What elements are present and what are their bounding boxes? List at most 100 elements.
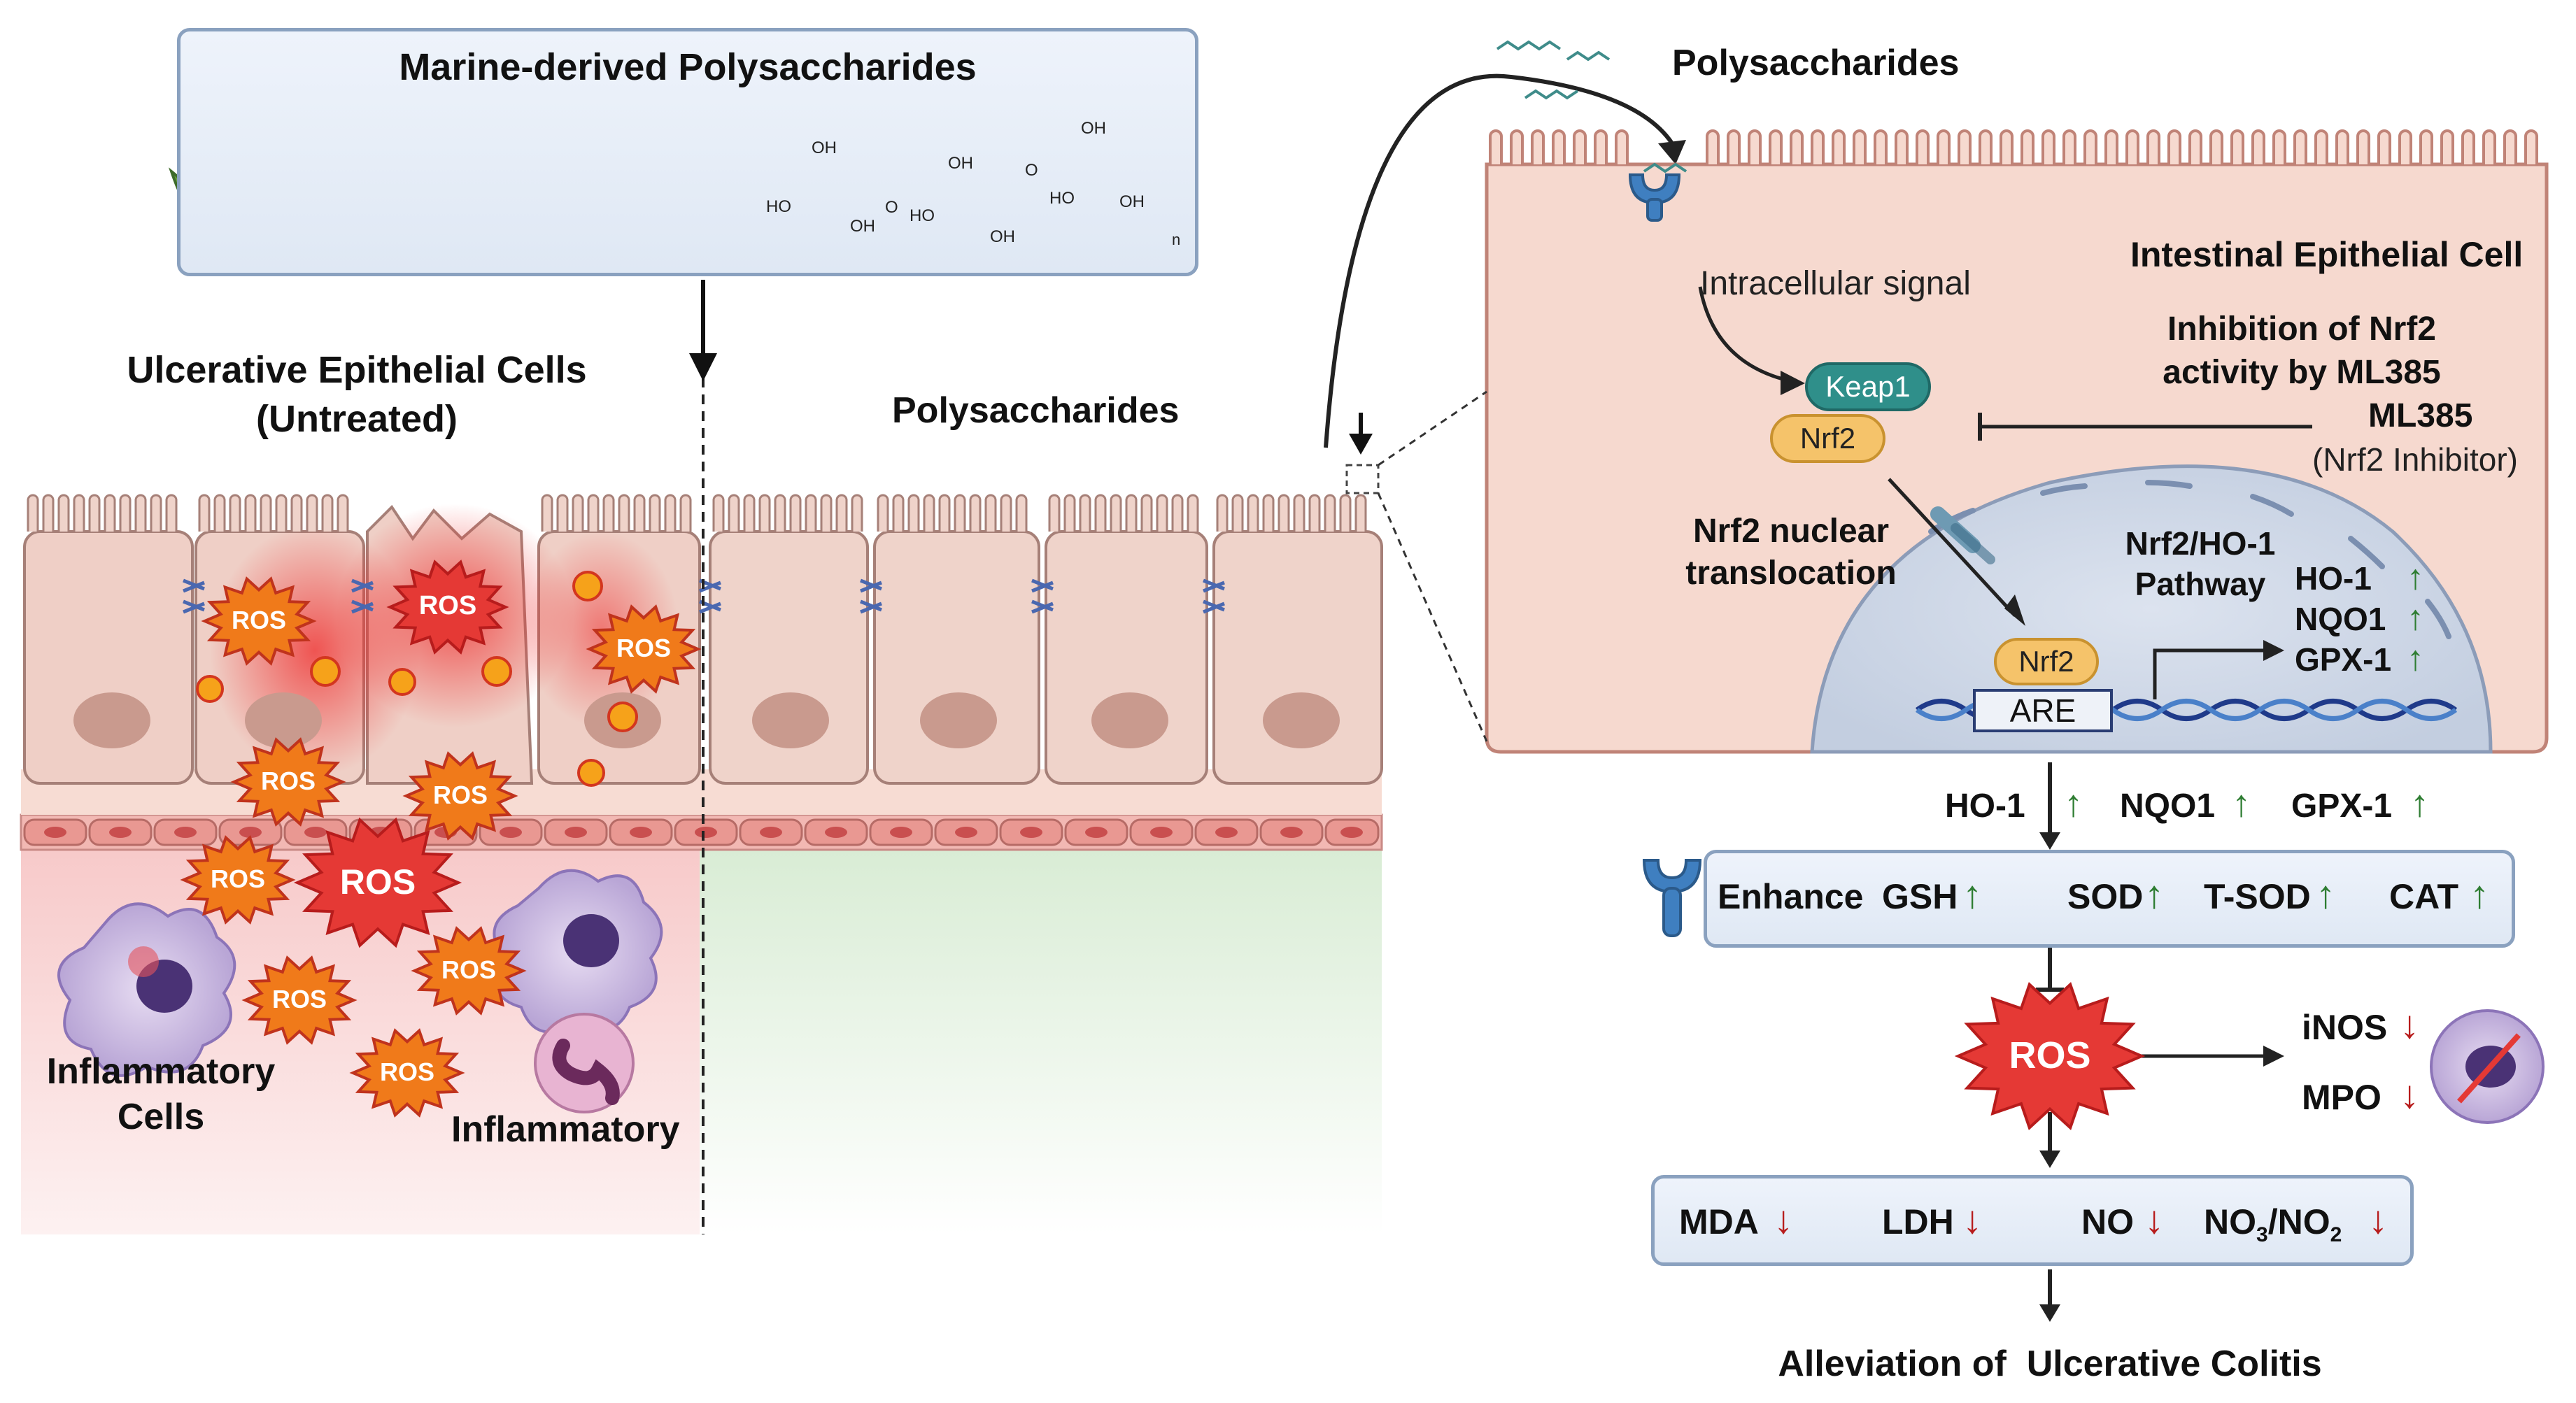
oxidative-markers-box [1651,1175,2414,1266]
nrf2-badge: Nrf2 [1770,414,1885,463]
ml385-label: ML385 [2368,397,2473,434]
ros-star-2 [586,604,702,694]
healed-lamina-background [700,843,1382,1234]
expr-2-up-icon: ↑ [2410,783,2429,825]
enhance-box [1704,850,2515,948]
ros-star-label-2: ROS [616,634,671,663]
ros-star-1 [386,560,509,655]
no-ratio-sep: /NO [2267,1202,2330,1241]
expr-0-up-icon: ↑ [2064,783,2083,825]
expr-0: HO-1 [1945,788,2025,825]
ho-label: HO [766,197,791,216]
ros-star-7 [241,955,358,1045]
inflammatory-cells-line1: Inflammatory [46,1051,276,1092]
inflam-marker-1: MPO [2302,1078,2382,1117]
treated-epithelium [709,530,1383,785]
inflam-marker-0-down-icon: ↓ [2400,1002,2419,1046]
epithelial-nuclei [73,692,1340,748]
ros-stars [180,560,2146,1130]
antioxidant-0: GSH [1882,877,1958,916]
cell-microvilli [1489,129,2538,164]
no-ratio-b-sub: 2 [2330,1223,2342,1246]
inhibited-immune-cell-icon [2430,1009,2545,1124]
treated-title: Polysaccharides [892,390,1180,431]
ros-star-3 [230,737,346,827]
ros-star-label-5: ROS [210,864,265,894]
gene-1-up-arrow-icon: ↑ [2407,598,2424,637]
o-label: O [885,198,898,217]
no-ratio: NO3/NO2 [2204,1202,2342,1247]
inhibition-line1: Inhibition of Nrf2 [2167,311,2436,348]
cell-title: Intestinal Epithelial Cell [2130,235,2524,274]
oh-label-3: OH [948,154,973,173]
gene-0: HO-1 [2295,560,2372,597]
antioxidant-2: T-SOD [2204,877,2311,916]
gene-0-up-arrow-icon: ↑ [2407,557,2424,597]
ros-star-label-0: ROS [231,606,286,635]
ox-marker-2: NO [2081,1202,2134,1241]
ox-marker-1: LDH [1882,1202,1954,1241]
inflammatory-label: Inflammatory [451,1109,680,1150]
gene-1: NQO1 [2295,601,2386,637]
keap1-badge: Keap1 [1805,362,1931,411]
ox-marker-0-down-icon: ↓ [1774,1197,1793,1241]
ros-star-label-6: ROS [339,862,416,902]
inflam-marker-0: iNOS [2302,1008,2388,1047]
ros-star-label-7: ROS [271,985,327,1014]
polysaccharides-title: Polysaccharides [1672,43,1960,83]
nucleus [1810,464,2493,754]
ros-star-label-4: ROS [432,781,488,810]
enhance-prefix: Enhance [1718,877,1864,916]
marine-title: Marine-derived Polysaccharides [399,46,977,88]
translocation-line2: translocation [1685,555,1897,592]
oh-label-5: OH [1081,119,1106,138]
oh-label-2: OH [850,217,875,236]
membrane-receptor-icon [1628,173,1681,222]
antioxidant-2-up-icon: ↑ [2316,872,2335,916]
inflam-marker-1-down-icon: ↓ [2400,1072,2419,1116]
receptor-icon [1642,859,1702,937]
neutrophil [534,1013,635,1113]
expr-1: NQO1 [2120,788,2216,825]
are-box: ARE [1973,689,2113,732]
nuclear-pore-icon [1930,506,1995,564]
antioxidant-3-up-icon: ↑ [2470,872,2489,916]
expr-1-up-icon: ↑ [2232,783,2251,825]
ros-star-label-1: ROS [418,591,477,621]
pathway-line1: Nrf2/HO-1 [2125,525,2276,562]
ros-star-10 [1954,982,2146,1130]
ox-marker-2-down-icon: ↓ [2144,1197,2164,1241]
ho-label-3: HO [1049,189,1075,208]
no-ratio-a: NO [2204,1202,2256,1241]
pathway-line2: Pathway [2135,566,2266,602]
marine-polysaccharides-box [177,28,1198,276]
ox-marker-0: MDA [1679,1202,1759,1241]
ml385-sub: (Nrf2 Inhibitor) [2312,441,2518,478]
macrophage-right [493,869,663,1034]
antioxidant-1-up-icon: ↑ [2144,872,2164,916]
tight-junctions [183,578,1225,614]
antioxidant-1: SOD [2067,877,2144,916]
ros-star-label-9: ROS [379,1057,434,1087]
macrophage-left [57,902,236,1077]
ulcerative-title-line1: Ulcerative Epithelial Cells [127,349,587,391]
ulcerative-title-line2: (Untreated) [255,398,458,440]
ros-star-label-10: ROS [2009,1034,2091,1076]
o-label-2: O [1025,161,1038,180]
ros-star-label-8: ROS [441,955,496,985]
gene-2-up-arrow-icon: ↑ [2407,639,2424,678]
oh-label-6: OH [1119,192,1145,211]
ros-star-4 [402,751,518,841]
conclusion: Alleviation of Ulcerative Colitis [1778,1344,2322,1384]
ho-label-2: HO [910,206,935,225]
ros-star-6 [293,817,462,948]
no-ratio-a-sub: 3 [2256,1223,2268,1246]
nrf2-nuclear-badge: Nrf2 [1994,638,2099,685]
no-ratio-down-icon: ↓ [2368,1197,2388,1241]
polysaccharide-chains-icon [1496,40,1687,173]
oh-label: OH [812,138,837,157]
ros-star-8 [411,926,527,1016]
intracellular-signal: Intracellular signal [1700,265,1971,302]
ros-star-label-3: ROS [260,767,316,796]
